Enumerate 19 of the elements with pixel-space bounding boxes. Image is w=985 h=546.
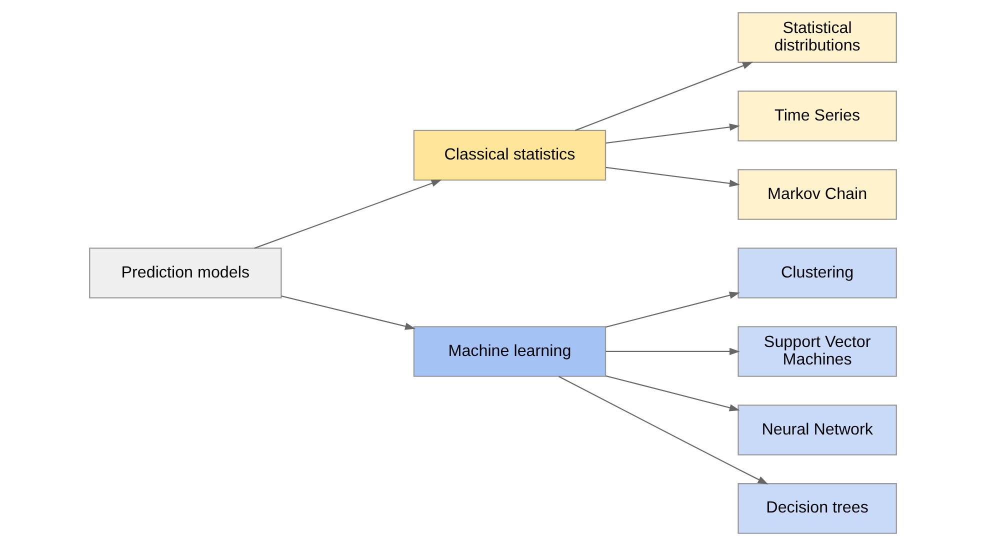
node-box: Statistical distributions — [737, 12, 896, 63]
arrow — [605, 292, 740, 328]
node-box: Time Series — [737, 90, 896, 142]
node-box: Prediction models — [88, 248, 282, 298]
arrow — [558, 376, 768, 484]
node-box: Machine learning — [412, 326, 606, 377]
arrow — [280, 296, 416, 330]
node-box: Neural Network — [737, 404, 896, 456]
arrow — [605, 348, 740, 356]
node-box: Clustering — [737, 248, 896, 298]
arrow — [254, 180, 442, 249]
arrow — [574, 62, 752, 131]
node-box: Decision trees — [737, 483, 896, 534]
node-box: Support Vector Machines — [737, 326, 896, 377]
node-box: Markov Chain — [737, 169, 896, 220]
arrow — [605, 375, 740, 412]
arrow — [605, 166, 740, 187]
arrow — [605, 124, 740, 144]
node-box: Classical statistics — [412, 130, 606, 181]
